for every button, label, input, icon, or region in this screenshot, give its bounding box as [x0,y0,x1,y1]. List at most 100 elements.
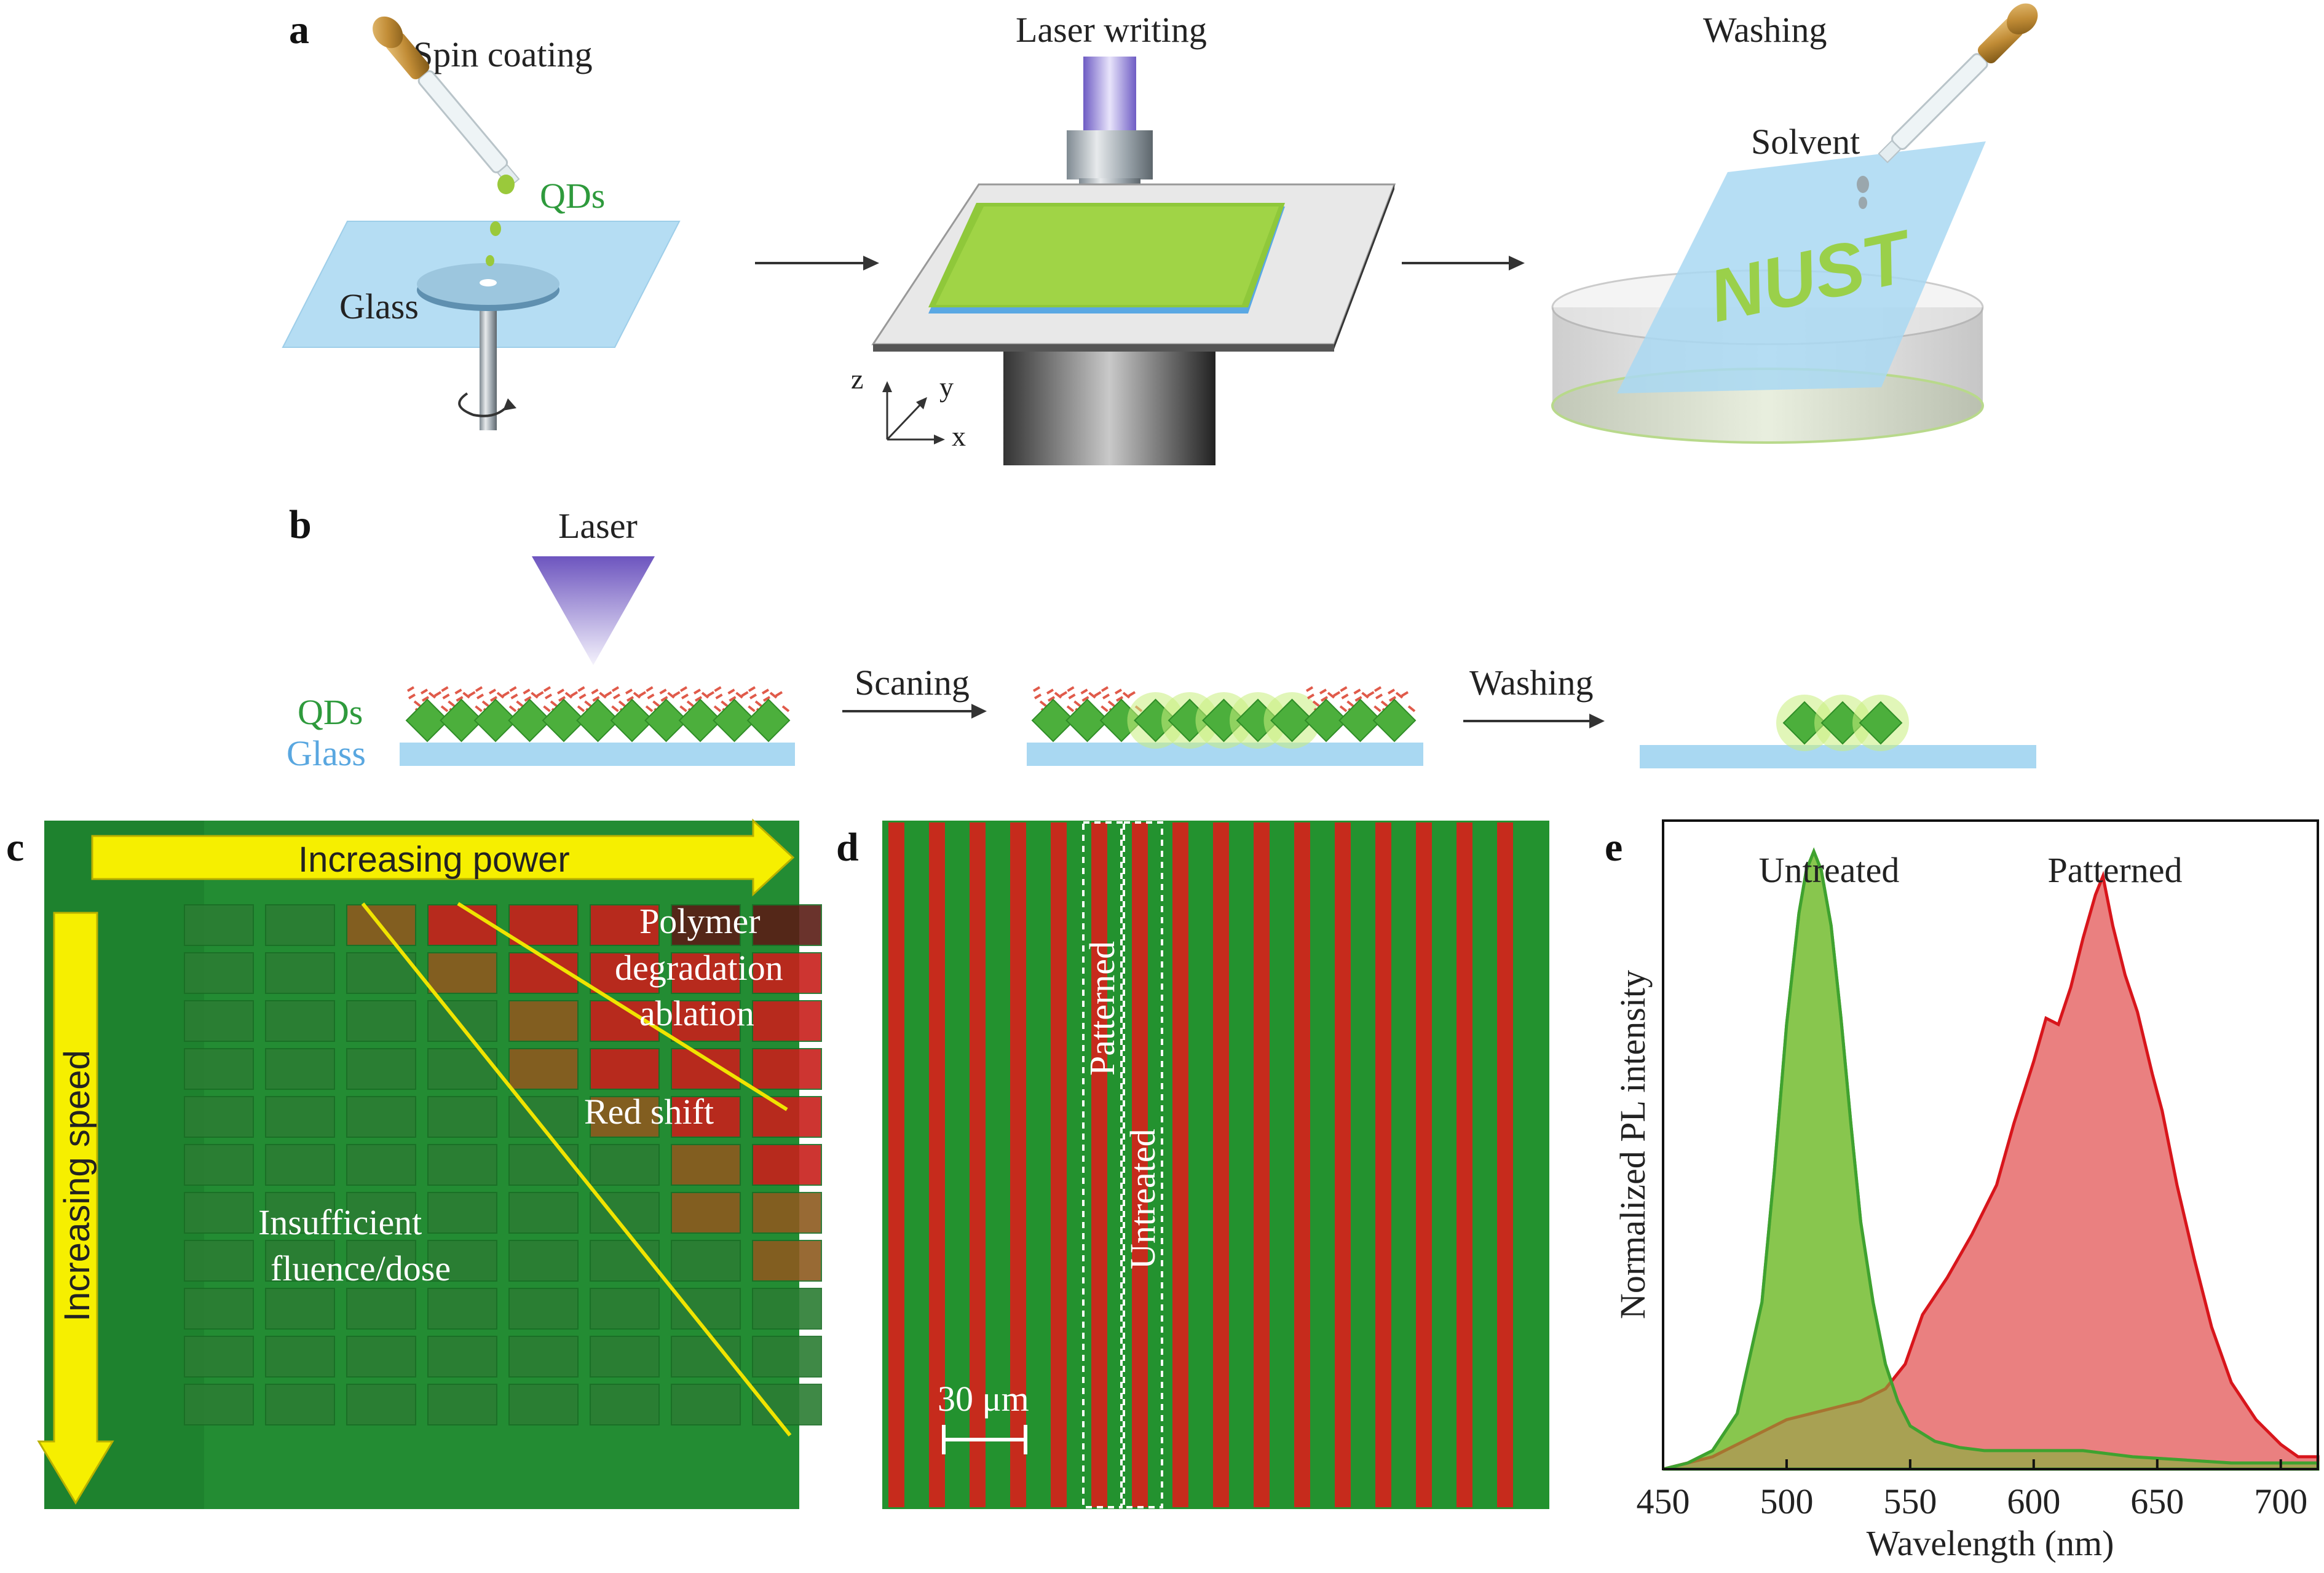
red-stripe [1213,822,1229,1507]
grid-cell [590,1336,660,1378]
ligand [1320,696,1329,702]
grid-cell [184,1336,254,1378]
ligand [1107,700,1116,708]
ligand [706,691,715,697]
grid-cell [346,1048,416,1090]
increasing-speed-label: Increasing speed [57,1050,97,1322]
ligand [1375,693,1383,700]
ligand [638,691,647,697]
ligand [611,686,620,692]
grid-cell [346,1288,416,1330]
grid-cell [752,1192,822,1234]
polymer-label: Polymer [639,901,761,941]
grid-cell [590,1048,660,1090]
ligand [626,696,634,702]
ligand [1101,705,1109,712]
ligand [1367,691,1375,697]
ligand [475,705,483,712]
ligand [456,696,464,702]
grid-cell [184,1288,254,1330]
qd-diamond [610,698,654,743]
grid-cell [265,1384,335,1425]
qd-diamond [405,698,449,743]
red-stripe [1010,822,1026,1507]
grid-cell [427,1336,497,1378]
stage-base [1003,352,1215,465]
ligand [408,693,416,700]
red-stripe [1375,822,1391,1507]
grid-cell [508,1240,579,1282]
series-label-patterned: Patterned [2047,850,2182,890]
b-arrow-2 [1463,714,1605,728]
grid-cell [752,1336,822,1378]
ligand [543,705,551,712]
red-shift-label: Red shift [584,1092,714,1132]
ligand [481,700,490,708]
qd-diamond [1338,698,1382,743]
b-arrow-1 [842,704,987,719]
grid-cell [752,1048,822,1090]
ligand [1068,693,1076,700]
ligand [1081,696,1089,702]
series-label-untreated: Untreated [1759,850,1900,890]
ligand [524,696,532,702]
qd-layer-3 [1776,695,1909,751]
ligand [647,693,655,700]
patterned-stripe-label: Patterned [1082,941,1122,1076]
qd-diamond [1304,698,1348,743]
ligand [489,696,498,702]
ligand [510,693,518,700]
grid-cell [346,952,416,994]
ligand [686,700,695,708]
patterned-glass-slide [1617,141,1986,393]
ligand [714,686,722,692]
ligand [727,688,735,695]
ligand [531,692,539,699]
ligand [781,705,790,712]
red-stripe [1456,822,1472,1507]
grid-cell [671,952,741,994]
ligand [667,692,675,699]
ligand [1067,686,1075,692]
ligand [564,692,573,699]
x-tick-label: 550 [1883,1481,1937,1521]
qd-diamond [473,698,518,743]
grid-cell [508,1336,579,1378]
ligand [1319,688,1327,695]
ligand [645,705,654,712]
grid-cell [184,1048,254,1090]
solvent-label: Solvent [1751,122,1860,162]
ligand [679,686,688,692]
ligand [1094,691,1102,697]
grid-cell [265,1336,335,1378]
laser-label: Laser [558,506,638,546]
grid-cell [265,1096,335,1138]
spin-shaft [480,289,497,430]
grid-cell [184,1240,254,1282]
grid-cell [752,904,822,946]
ligand [748,686,756,692]
grid-cell [265,1048,335,1090]
grid-cell [590,1096,660,1138]
qd-diamond [746,698,791,743]
ligand [1339,705,1348,712]
ligand [1080,688,1088,695]
grid-cell [508,1288,579,1330]
ligand [1327,692,1335,699]
grid-cell [590,1384,660,1425]
grid-cell [427,1240,497,1282]
ligand [421,696,430,702]
grid-cell [671,1336,741,1378]
grid-cell [427,1288,497,1330]
ligand [761,688,770,695]
red-stripe [970,822,986,1507]
panel-e-label: e [1605,825,1622,870]
red-stripe [1497,822,1513,1507]
grid-cell [427,1096,497,1138]
panel-c: c Increasing power Increasing speed Poly… [6,818,822,1509]
grid-cell [427,1144,497,1186]
red-stripe [1172,822,1188,1507]
ligand [1305,686,1314,692]
ligand [509,686,517,692]
